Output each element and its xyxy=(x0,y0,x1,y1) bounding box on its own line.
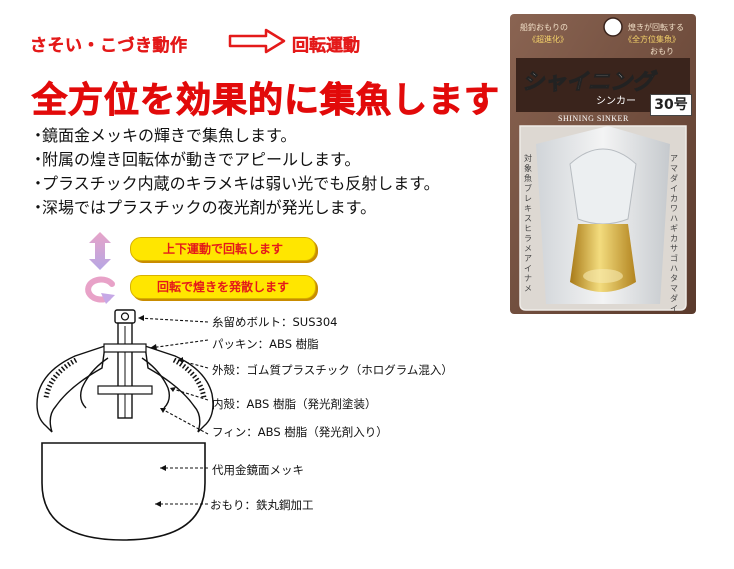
package-size-badge: 30号 xyxy=(650,94,692,116)
package-target-fish-left: 対象魚 ブレ キス ヒラメ アイナメ xyxy=(524,154,532,293)
part-label-inner-shell: 内殻：ABS 樹脂（発光剤塗装） xyxy=(212,397,377,411)
arrow-right-icon xyxy=(228,28,286,54)
product-package-photo: 船釣おもりの 《超進化》 煌きが回転する 《全方位集魚》 おもり シャイニング … xyxy=(510,14,696,314)
sinker-cross-section-diagram xyxy=(36,309,214,541)
bullet: ・ xyxy=(30,150,47,169)
part-label-plating: 代用金鏡面メッキ xyxy=(212,463,304,477)
part-label-fin: フィン：ABS 樹脂（発光剤入り） xyxy=(212,425,388,439)
motion-result: 回転運動 xyxy=(292,36,360,56)
part-label-packing: パッキン：ABS 樹脂 xyxy=(212,337,319,351)
package-copy-right-end: おもり xyxy=(650,47,674,56)
feature-item: ・鏡面金メッキの輝きで集魚します。 xyxy=(30,124,440,148)
package-english: SHINING SINKER xyxy=(558,114,629,123)
feature-item: ・深場ではプラスチックの夜光剤が発光します。 xyxy=(30,196,440,220)
feature-item: ・附属の煌き回転体が動きでアピールします。 xyxy=(30,148,440,172)
package-copy-right: 煌きが回転する xyxy=(628,23,684,32)
part-label-outer-shell: 外殻：ゴム質プラスチック（ホログラム混入） xyxy=(212,363,453,377)
package-brand-sub: シンカー xyxy=(596,96,636,107)
up-down-arrow-icon xyxy=(89,232,111,270)
feature-text: 鏡面金メッキの輝きで集魚します。 xyxy=(42,126,297,145)
motion-tagline: さそい・こづき動作 xyxy=(30,36,188,56)
bullet: ・ xyxy=(30,126,47,145)
feature-text: 附属の煌き回転体が動きでアピールします。 xyxy=(42,150,361,169)
package-copy-left-sub: 《超進化》 xyxy=(528,35,568,44)
part-label-bolt: 糸留めボルト：SUS304 xyxy=(212,315,338,329)
package-brand: シャイニング xyxy=(521,70,655,96)
package-copy-left: 船釣おもりの xyxy=(520,23,568,32)
package-copy-right-sub: 《全方位集魚》 xyxy=(624,35,680,44)
motion-label-updown: 上下運動で回転します xyxy=(130,237,316,261)
bullet: ・ xyxy=(30,198,47,217)
page-headline: 全方位を効果的に集魚します xyxy=(31,81,501,122)
part-label-weight: おもり：鉄丸鋼加工 xyxy=(210,498,314,512)
package-target-fish-right: アマダイ カワハギ カサゴ ハタ マダイ xyxy=(670,154,678,313)
feature-list: ・鏡面金メッキの輝きで集魚します。 ・附属の煌き回転体が動きでアピールします。 … xyxy=(30,124,440,220)
rotate-arrow-icon xyxy=(85,276,115,304)
bullet: ・ xyxy=(30,174,47,193)
motion-label-rotate: 回転で煌きを発散します xyxy=(130,275,316,299)
feature-text: 深場ではプラスチックの夜光剤が発光します。 xyxy=(42,198,377,217)
feature-text: プラスチック内蔵のキラメキは弱い光でも反射します。 xyxy=(42,174,440,193)
feature-item: ・プラスチック内蔵のキラメキは弱い光でも反射します。 xyxy=(30,172,440,196)
